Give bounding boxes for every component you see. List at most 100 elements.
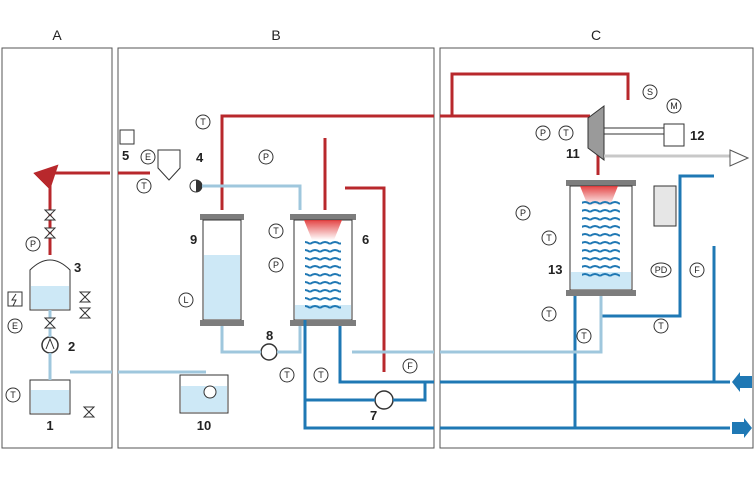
valve-a-2 xyxy=(43,227,57,239)
component-label-2: 2 xyxy=(68,339,75,354)
instrument-t-c4 xyxy=(576,328,592,344)
vessel-9-top-flange xyxy=(200,214,244,220)
instrument-s-c xyxy=(642,84,658,100)
valve-a-1 xyxy=(43,209,57,221)
separator-4 xyxy=(157,149,181,181)
pump-8 xyxy=(260,343,278,361)
pump-2-arrow xyxy=(45,337,55,350)
boiler-3-water xyxy=(31,286,69,309)
instrument-m-c xyxy=(666,98,682,114)
instrument-p-c1 xyxy=(535,125,551,141)
condensate-receiver xyxy=(653,185,677,227)
lightning-icon xyxy=(11,293,17,307)
vessel-13-top-flange xyxy=(566,180,636,186)
section-c-frame xyxy=(439,47,754,449)
component-label-6: 6 xyxy=(362,232,369,247)
instrument-t-b3 xyxy=(268,223,284,239)
section-label-b: B xyxy=(271,27,280,43)
turbine-11 xyxy=(587,105,605,161)
instrument-p-b2-label: P xyxy=(273,260,279,270)
instrument-t-c5 xyxy=(653,318,669,334)
instrument-l-b xyxy=(178,292,194,308)
instrument-f-b xyxy=(402,358,418,374)
component-label-12: 12 xyxy=(690,128,704,143)
valve-a-5 xyxy=(78,307,92,319)
instrument-p-c2-label: P xyxy=(520,208,526,218)
instrument-t-b3-label: T xyxy=(273,226,279,236)
heater-box xyxy=(7,291,23,307)
vessel-6-top-flange xyxy=(290,214,356,220)
vessel-13-bottom-flange xyxy=(566,290,636,296)
instrument-t-c2-label: T xyxy=(546,233,552,243)
instrument-t-c2 xyxy=(541,230,557,246)
vessel-6-glow xyxy=(304,220,342,240)
steam-pipe-a xyxy=(33,164,110,255)
condensate-line-b xyxy=(202,184,302,210)
cw-arrow-in xyxy=(732,372,752,392)
section-b: 5 E 4 T T P 9 L 6 T P 8 xyxy=(118,114,434,433)
section-frames xyxy=(1,47,754,449)
vessel-9-water xyxy=(204,255,240,319)
component-label-1: 1 xyxy=(46,418,53,433)
instrument-p-b-label: P xyxy=(263,152,269,162)
instrument-t-b1 xyxy=(195,114,211,130)
condensate-c xyxy=(440,296,603,354)
instrument-pd-c-label: PD xyxy=(655,265,668,275)
instrument-t-c5-label: T xyxy=(658,321,664,331)
instrument-pd-c xyxy=(650,262,672,278)
instrument-t-b1-label: T xyxy=(200,117,206,127)
generator-12 xyxy=(663,123,685,147)
instrument-t-b5 xyxy=(313,367,329,383)
valve-a-6 xyxy=(82,406,96,418)
instrument-p-b2 xyxy=(268,257,284,273)
instrument-e-a xyxy=(7,318,23,334)
component-label-4: 4 xyxy=(196,150,204,165)
component-label-10: 10 xyxy=(197,418,211,433)
instrument-p-b xyxy=(258,149,274,165)
instrument-m-c-label: M xyxy=(670,101,678,111)
instrument-t-b2-label: T xyxy=(141,181,147,191)
instrument-l-b-label: L xyxy=(183,295,188,305)
feed-tank-1-water xyxy=(31,390,69,413)
instrument-t-b4 xyxy=(279,367,295,383)
section-a-frame xyxy=(1,47,113,449)
component-label-9: 9 xyxy=(190,232,197,247)
instrument-t-a-label: T xyxy=(10,390,16,400)
instrument-e-a-label: E xyxy=(12,321,18,331)
instrument-t-c3 xyxy=(541,306,557,322)
instrument-t-c4-label: T xyxy=(581,331,587,341)
vessel-6-bottom-flange xyxy=(290,320,356,326)
component-label-11: 11 xyxy=(566,146,580,161)
instrument-t-b5-label: T xyxy=(318,370,324,380)
instrument-f-c xyxy=(689,262,705,278)
instrument-t-c3-label: T xyxy=(546,309,552,319)
instrument-p-c2 xyxy=(515,205,531,221)
instrument-t-a xyxy=(5,387,21,403)
cw-arrow-out xyxy=(732,418,752,438)
component-label-8: 8 xyxy=(266,328,273,343)
instrument-e-b-label: E xyxy=(145,152,151,162)
component-label-3: 3 xyxy=(74,260,81,275)
section-label-c: C xyxy=(591,27,601,43)
cooling-water-drain-b xyxy=(303,400,434,430)
section-b-frame xyxy=(117,47,435,449)
instrument-p-a-label: P xyxy=(30,239,36,249)
vessel-13-coil xyxy=(582,200,620,280)
valve-a-3 xyxy=(43,317,57,329)
steam-main-b xyxy=(220,114,434,210)
component-label-13: 13 xyxy=(548,262,562,277)
instrument-f-c-label: F xyxy=(694,265,700,275)
section-c: 11 12 M S P T 13 P T T T T PD F xyxy=(440,72,752,438)
component-5-box xyxy=(119,129,135,145)
valve-a-4 xyxy=(78,291,92,303)
instrument-t-c1 xyxy=(558,125,574,141)
section-label-a: A xyxy=(52,27,62,43)
vessel-6-coil xyxy=(305,240,341,310)
instrument-e-b xyxy=(140,149,156,165)
cooling-water-out-b xyxy=(393,382,427,402)
instrument-t-c1-label: T xyxy=(563,128,569,138)
section-a: 1 2 3 P E T xyxy=(5,164,112,433)
vessel-9-bottom-flange xyxy=(200,320,244,326)
